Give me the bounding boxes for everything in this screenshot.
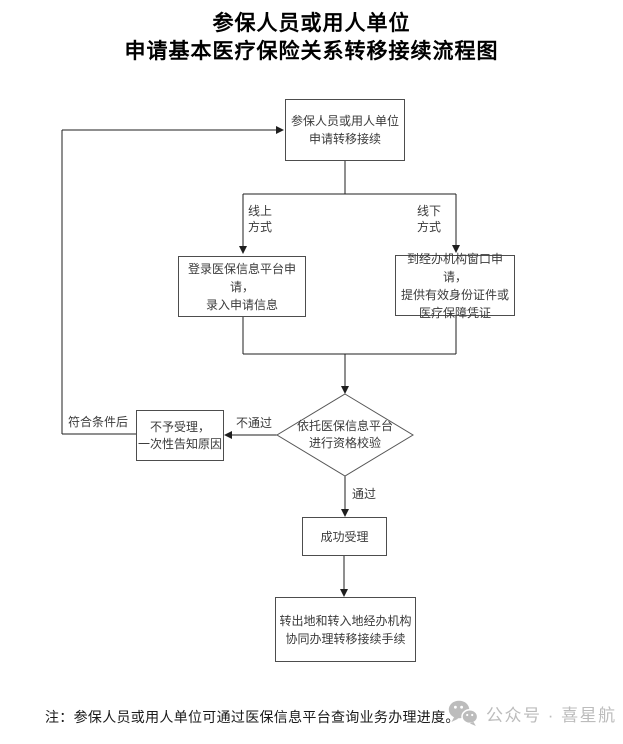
watermark-text: 公众号 · 喜星航: [486, 705, 617, 725]
edge-label-fail: 不通过: [236, 416, 273, 430]
node-offline-apply: 到经办机构窗口申请， 提供有效身份证件或 医疗保障凭证: [395, 252, 515, 320]
wechat-icon: [448, 699, 479, 727]
watermark: 公众号 · 喜星航: [448, 699, 617, 727]
node-joint-handle: 转出地和转入地经办机构 协同办理转移接续手续: [275, 597, 416, 662]
page-title-line-1: 参保人员或用人单位: [212, 11, 411, 35]
footer-note: 注：参保人员或用人单位可通过医保信息平台查询业务办理进度。: [45, 711, 460, 726]
node-apply-transfer: 参保人员或用人单位 申请转移接续: [285, 99, 405, 161]
page-title-line-2: 申请基本医疗保险关系转移接续流程图: [124, 39, 499, 63]
edge-label-pass: 通过: [352, 487, 377, 501]
node-reject: 不予受理， 一次性告知原因: [136, 410, 224, 461]
edge-label-offline-method: 线下 方式: [417, 204, 442, 234]
decision-diamond-label: 依托医保信息平台 进行资格校验: [296, 419, 393, 450]
node-online-apply: 登录医保信息平台申请， 录入申请信息: [178, 256, 306, 317]
edge-label-online-method: 线上 方式: [248, 204, 273, 234]
node-accept: 成功受理: [302, 517, 387, 556]
edge-label-requalify: 符合条件后: [68, 415, 129, 429]
page-title: 参保人员或用人单位 申请基本医疗保险关系转移接续流程图: [0, 9, 623, 65]
